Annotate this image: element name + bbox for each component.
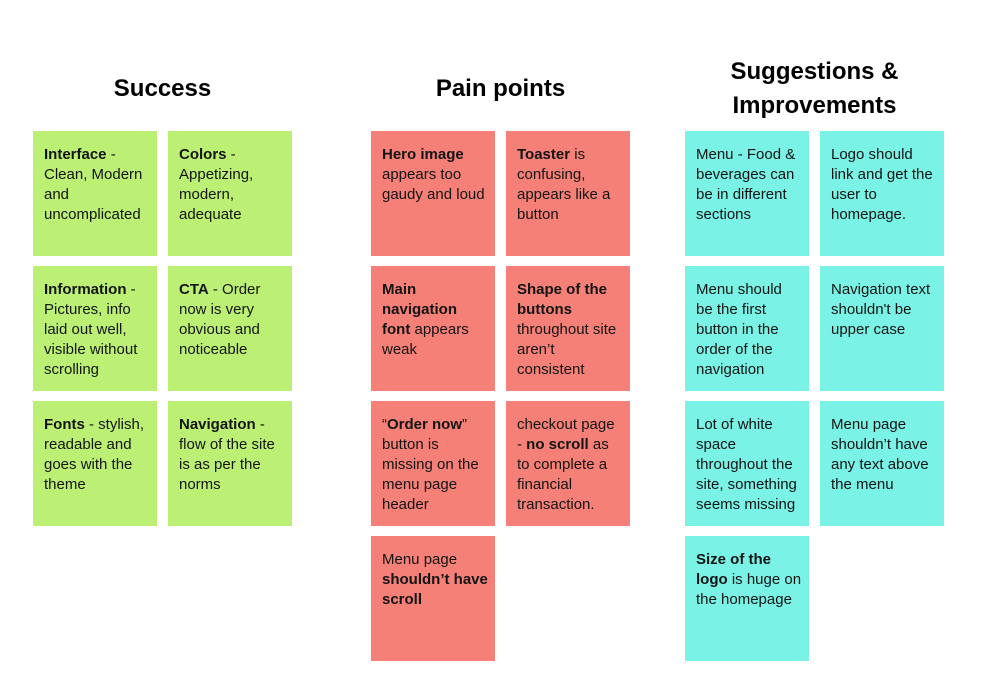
sticky-note[interactable]: Size of the logo is huge on the homepage xyxy=(685,536,809,661)
note-text-segment: no scroll xyxy=(526,436,589,453)
note-text-segment: Navigation text shouldn't be upper case xyxy=(831,281,931,338)
sticky-note[interactable]: Hero image appears too gaudy and loud xyxy=(371,131,495,256)
note-text-segment: throughout site aren’t consistent xyxy=(517,321,617,378)
sticky-note[interactable]: checkout page - no scroll as to complete… xyxy=(506,401,630,526)
note-text-segment: is confusing, appears like a button xyxy=(517,146,611,223)
note-text-segment: “ xyxy=(382,416,387,433)
column-success: Success Interface - Clean, Modern and un… xyxy=(33,0,292,693)
sticky-note[interactable]: Navigation - flow of the site is as per … xyxy=(168,401,292,526)
column-title-suggestions-improvements: Suggestions & Improvements xyxy=(730,57,899,119)
note-text-segment: Menu page shouldn’t have any text above … xyxy=(831,416,929,493)
column-title-pain-points: Pain points xyxy=(435,74,566,102)
sticky-note[interactable]: Main navigation font appears weak xyxy=(371,266,495,391)
sticky-note[interactable]: Menu page shouldn’t have scroll xyxy=(371,536,495,661)
note-text-segment: shouldn’t have scroll xyxy=(382,571,488,608)
note-text-segment: Shape of the buttons xyxy=(517,281,608,318)
note-text-segment: ” button is missing on the menu page hea… xyxy=(382,416,479,513)
note-text-segment: appears too gaudy and loud xyxy=(382,166,485,203)
note-text-segment: Order now xyxy=(387,416,463,433)
sticky-note[interactable]: Fonts - stylish, readable and goes with … xyxy=(33,401,157,526)
note-text-segment: Navigation xyxy=(179,416,256,433)
note-text-segment: Colors xyxy=(179,146,227,163)
column-suggestions-improvements: Suggestions & Improvements Menu - Food &… xyxy=(685,0,944,693)
sticky-note[interactable]: Menu should be the first button in the o… xyxy=(685,266,809,391)
notes-grid-suggestions-improvements: Menu - Food & beverages can be in differ… xyxy=(685,131,944,661)
note-text-segment: Hero image xyxy=(382,146,464,163)
note-text-segment: checkout page - xyxy=(517,416,615,453)
sticky-note[interactable]: Interface - Clean, Modern and uncomplica… xyxy=(33,131,157,256)
note-text-segment: Toaster xyxy=(517,146,571,163)
notes-grid-success: Interface - Clean, Modern and uncomplica… xyxy=(33,131,292,526)
sticky-note[interactable]: CTA - Order now is very obvious and noti… xyxy=(168,266,292,391)
column-title-success: Success xyxy=(113,74,212,102)
sticky-note[interactable]: Information - Pictures, info laid out we… xyxy=(33,266,157,391)
note-text-segment: Menu page xyxy=(382,551,458,568)
note-text-segment: Menu should be the first button in the o… xyxy=(696,281,782,378)
sticky-note[interactable]: Navigation text shouldn't be upper case xyxy=(820,266,944,391)
note-text-segment: - flow of the site is as per the norms xyxy=(179,416,275,493)
sticky-note[interactable]: “Order now” button is missing on the men… xyxy=(371,401,495,526)
note-text-segment: appears weak xyxy=(382,321,469,358)
note-text-segment: as to complete a financial transaction. xyxy=(517,436,609,513)
sticky-note[interactable]: Lot of white space throughout the site, … xyxy=(685,401,809,526)
note-text-segment: Interface xyxy=(44,146,107,163)
note-text-segment: Main navigation font xyxy=(382,281,458,338)
sticky-note[interactable]: Shape of the buttons throughout site are… xyxy=(506,266,630,391)
note-text-segment: - Clean, Modern and uncomplicated xyxy=(44,146,143,223)
note-text-segment: is huge on the homepage xyxy=(696,571,802,608)
note-text-segment: Information xyxy=(44,281,127,298)
note-text-segment: - Pictures, info laid out well, visible … xyxy=(44,281,138,378)
note-text-segment: Logo should link and get the user to hom… xyxy=(831,146,933,223)
note-text-segment: CTA xyxy=(179,281,209,298)
note-text-segment: Menu - Food & beverages can be in differ… xyxy=(696,146,796,223)
note-text-segment: - Order now is very obvious and noticeab… xyxy=(179,281,261,358)
note-text-segment: Lot of white space throughout the site, … xyxy=(696,416,797,513)
sticky-note[interactable]: Colors - Appetizing, modern, adequate xyxy=(168,131,292,256)
sticky-note[interactable]: Logo should link and get the user to hom… xyxy=(820,131,944,256)
note-text-segment: Fonts xyxy=(44,416,85,433)
note-text-segment: - stylish, readable and goes with the th… xyxy=(44,416,145,493)
sticky-note[interactable]: Toaster is confusing, appears like a but… xyxy=(506,131,630,256)
sticky-note[interactable]: Menu page shouldn’t have any text above … xyxy=(820,401,944,526)
sticky-note[interactable]: Menu - Food & beverages can be in differ… xyxy=(685,131,809,256)
note-text-segment: Size of the logo xyxy=(696,551,772,588)
note-text-segment: - Appetizing, modern, adequate xyxy=(179,146,254,223)
column-pain-points: Pain points Hero image appears too gaudy… xyxy=(371,0,630,693)
